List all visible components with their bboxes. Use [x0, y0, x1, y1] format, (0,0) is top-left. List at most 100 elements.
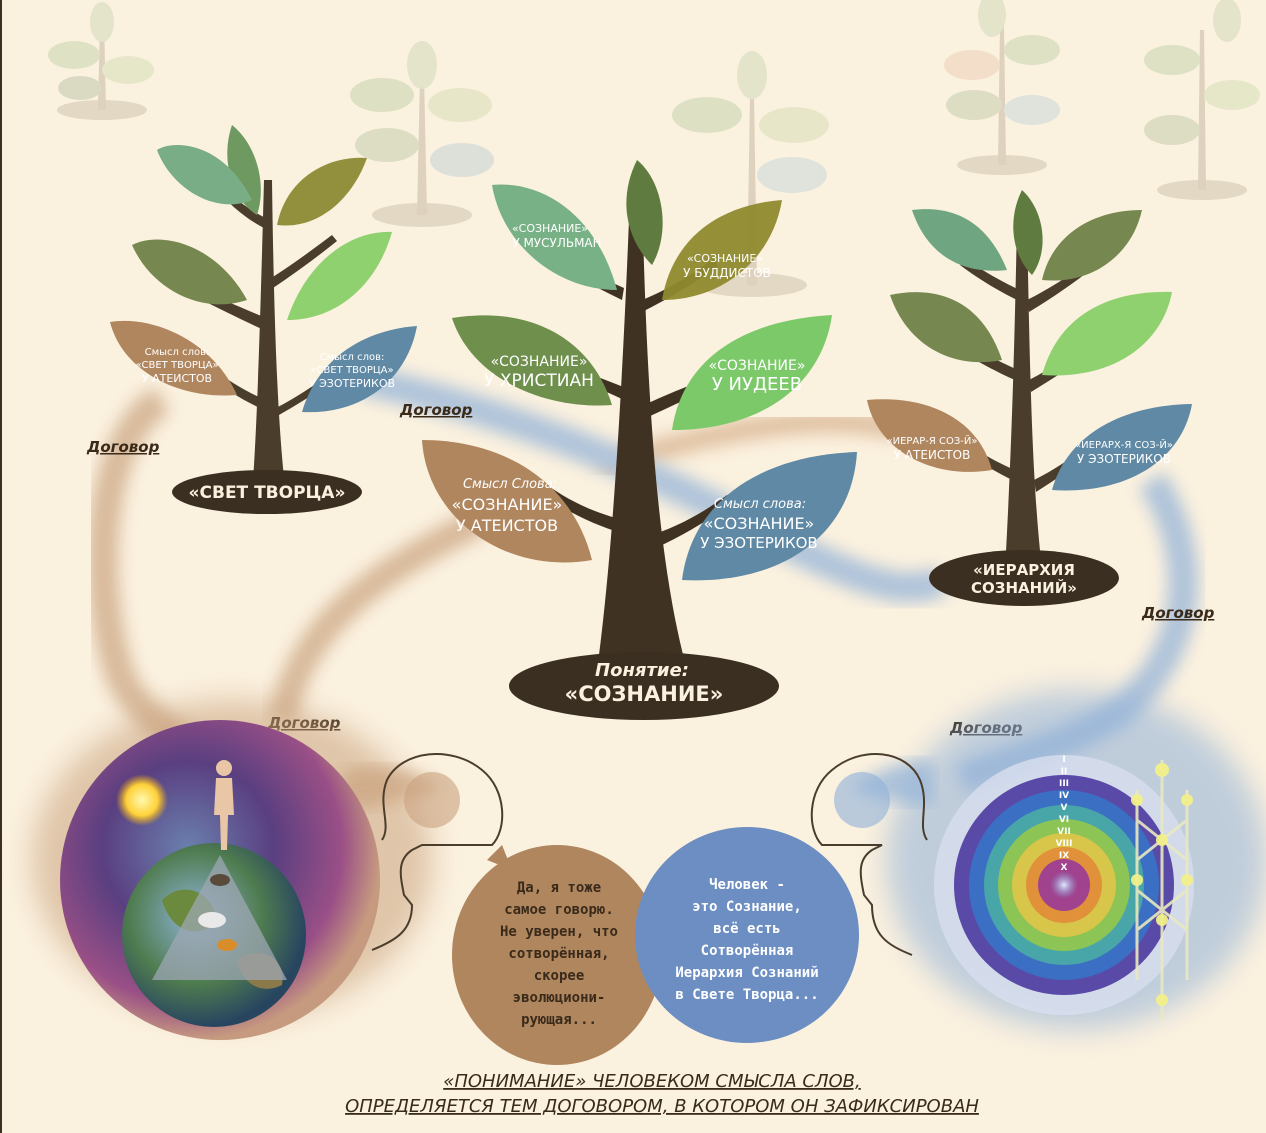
caption-line1: «ПОНИМАНИЕ» ЧЕЛОВЕКОМ СМЫСЛА СЛОВ,: [443, 1071, 861, 1092]
tree-right: «ИЕРАР-Я СОЗ-Й» У АТЕИСТОВ «ИЕРАРХ-Я СОЗ…: [867, 190, 1192, 606]
numeral-7: VII: [1057, 827, 1071, 837]
leaf-right-upper-r: [1042, 210, 1142, 281]
speech-right-line3: всё есть: [713, 921, 780, 937]
leaf-center-buddhists: [662, 200, 782, 300]
tree-left: Смысл слов: «СВЕТ ТВОРЦА» У АТЕИСТОВ Смы…: [110, 125, 417, 514]
left-cosmos: [32, 700, 442, 1040]
tree-center-root-line2: «СОЗНАНИЕ»: [565, 682, 724, 706]
speech-right-line5: Иерархия Сознаний: [675, 965, 818, 981]
speech-left-line4: сотворённая,: [508, 946, 609, 962]
tree-center-root-pill: [509, 652, 779, 720]
leaf-center-jews: [672, 315, 832, 430]
leaf-center-esoterics-line3: У ЭЗОТЕРИКОВ: [700, 534, 817, 552]
tree-left-root-label: «СВЕТ ТВОРЦА»: [189, 483, 346, 503]
leaf-center-christians-line1: «СОЗНАНИЕ»: [491, 354, 588, 370]
leaf-right-esoterics-line2: У ЭЗОТЕРИКОВ: [1077, 452, 1171, 466]
speech-left-line6: эволюциони-: [513, 990, 606, 1006]
speech-left-line7: рующая...: [521, 1012, 597, 1028]
stream-blue-top: [358, 365, 949, 603]
numeral-5: V: [1061, 803, 1068, 813]
leaf-center-top: [626, 160, 663, 265]
leaf-right-esoterics: [1052, 404, 1192, 491]
numeral-6: VI: [1059, 815, 1069, 825]
leaf-center-atheists-line1: Смысл Слова:: [463, 477, 557, 492]
speech-bubble-right: Человек - это Сознание, всё есть Сотворё…: [635, 827, 859, 1043]
contract-label-3: Договор: [1141, 604, 1215, 622]
speech-right-line6: в Свете Творца...: [675, 987, 818, 1003]
leaf-left-esoterics-line3: У ЭЗОТЕРИКОВ: [309, 377, 395, 390]
numeral-8: VIII: [1055, 839, 1072, 849]
numeral-2: II: [1061, 767, 1068, 777]
leaf-left-mid-r: [287, 231, 392, 320]
contract-label-2: Договор: [399, 401, 473, 419]
leaf-right-upper-l: [912, 209, 1007, 271]
leaf-right-top: [1013, 190, 1043, 275]
stream-brown-center: [268, 507, 489, 723]
sun-icon: [116, 774, 168, 826]
leaf-left-atheists: [110, 320, 237, 396]
numeral-4: IV: [1059, 791, 1069, 801]
leaf-right-atheists: [867, 399, 992, 472]
leaf-center-atheists-line3: У АТЕИСТОВ: [456, 516, 558, 535]
roman-numerals: I II III IV V VI VII VIII IX X: [1055, 755, 1072, 873]
speech-right-line1: Человек -: [709, 877, 785, 893]
numeral-9: IX: [1059, 851, 1069, 861]
caption-line2: ОПРЕДЕЛЯЕТСЯ ТЕМ ДОГОВОРОМ, В КОТОРОМ ОН…: [345, 1096, 979, 1117]
leaf-left-upper-l: [157, 145, 252, 205]
leaf-right-atheists-line2: У АТЕИСТОВ: [894, 448, 971, 462]
leaf-left-mid-l: [132, 239, 247, 305]
contract-label-1: Договор: [86, 438, 160, 456]
leaf-center-esoterics-line1: Смысл слова:: [714, 497, 806, 512]
speech-left-line5: скорее: [534, 968, 585, 984]
tree-center-root-line1: Понятие:: [595, 660, 689, 681]
leaf-center-jews-line2: У ИУДЕЕВ: [712, 374, 802, 395]
leaf-left-atheists-line1: Смысл слов:: [145, 347, 210, 358]
numeral-3: III: [1059, 779, 1069, 789]
speech-left-line1: Да, я тоже: [517, 880, 601, 896]
leaf-center-buddhists-line1: «СОЗНАНИЕ»: [687, 252, 763, 265]
speech-right-line4: Сотворённая: [701, 943, 794, 959]
speech-right-line2: это Сознание,: [692, 899, 802, 915]
head-left-icon: [371, 753, 504, 951]
tree-right-root-line1: «ИЕРАРХИЯ: [973, 561, 1075, 579]
leaf-center-muslims-line1: «СОЗНАНИЕ»: [512, 222, 588, 235]
leaf-left-top: [227, 125, 261, 215]
leaf-center-esoterics: [682, 452, 857, 581]
leaf-right-mid-l: [890, 292, 1002, 363]
right-cosmos: I II III IV V VI VII VIII IX X: [852, 690, 1266, 1030]
leaf-center-atheists: [422, 440, 592, 563]
leaf-center-esoterics-line2: «СОЗНАНИЕ»: [704, 514, 815, 533]
leaf-right-atheists-line1: «ИЕРАР-Я СОЗ-Й»: [886, 434, 977, 447]
leaf-left-esoterics-line2: «СВЕТ ТВОРЦА»: [310, 365, 393, 376]
leaf-right-esoterics-line1: «ИЕРАРХ-Я СОЗ-Й»: [1075, 438, 1173, 451]
leaf-center-buddhists-line2: У БУДДИСТОВ: [683, 266, 771, 280]
tree-right-root-pill: [929, 550, 1119, 606]
tree-left-trunk: [252, 180, 286, 495]
speech-left-line3: Не уверен, что: [500, 924, 618, 940]
leaf-left-esoterics-line1: Смысл слов:: [320, 352, 385, 363]
leaf-right-mid-r: [1042, 291, 1172, 376]
leaf-center-jews-line1: «СОЗНАНИЕ»: [709, 358, 806, 374]
speech-left-line2: самое говорю.: [504, 902, 614, 918]
leaf-left-esoterics: [302, 326, 417, 413]
leaf-center-christians-line2: У ХРИСТИАН: [484, 371, 594, 391]
numeral-1: I: [1062, 755, 1065, 765]
leaf-left-upper-r: [277, 157, 367, 226]
tree-left-root-pill: [172, 470, 362, 514]
leaf-center-muslims-line2: У МУСУЛЬМАН: [512, 236, 601, 250]
leaf-center-atheists-line2: «СОЗНАНИЕ»: [452, 495, 563, 514]
leaf-center-christians: [452, 315, 612, 406]
human-figure-icon: [214, 760, 234, 850]
leaf-left-atheists-line2: «СВЕТ ТВОРЦА»: [135, 360, 218, 371]
tree-center: «СОЗНАНИЕ» У МУСУЛЬМАН «СОЗНАНИЕ» У БУДД…: [422, 160, 857, 720]
leaf-left-atheists-line3: У АТЕИСТОВ: [142, 372, 212, 385]
leaf-center-muslims: [492, 184, 617, 290]
tree-center-trunk: [597, 195, 687, 670]
speech-bubble-left: Да, я тоже самое говорю. Не уверен, что …: [452, 845, 662, 1065]
tree-right-root-line2: СОЗНАНИЙ»: [971, 578, 1077, 597]
numeral-10: X: [1061, 863, 1068, 873]
head-right-icon: [810, 753, 928, 956]
tree-right-trunk: [1005, 220, 1042, 570]
